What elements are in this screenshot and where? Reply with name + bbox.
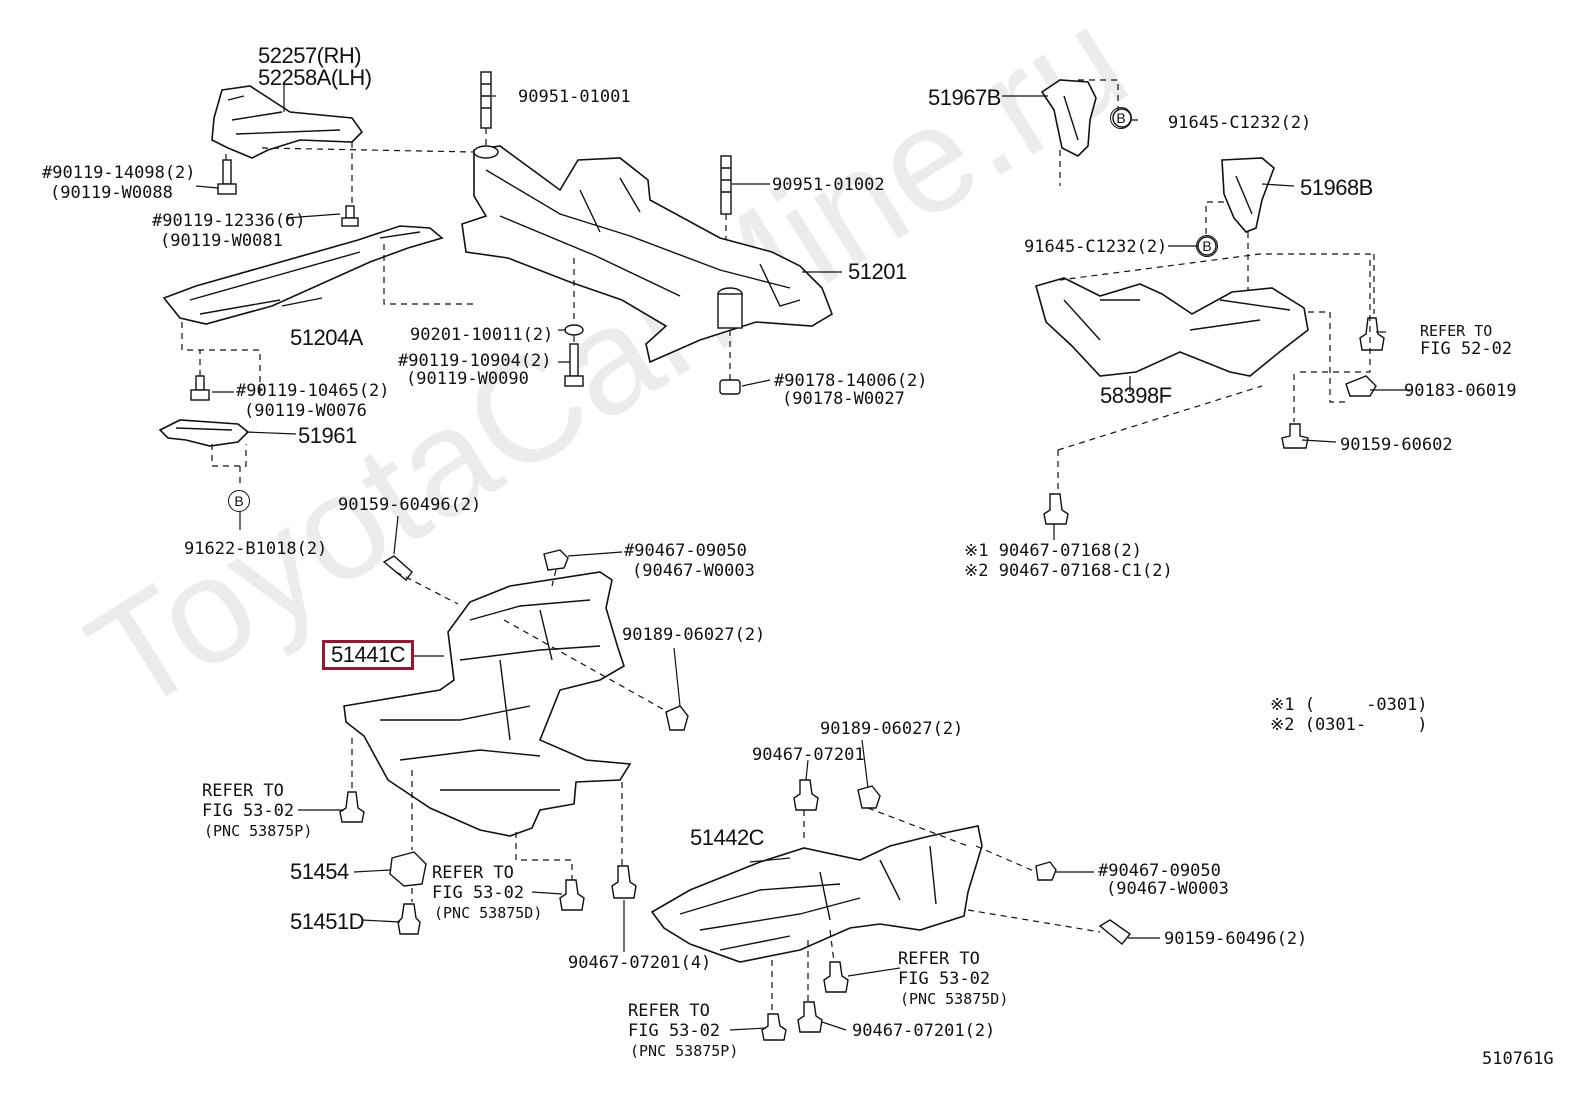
stud-90951-01001[interactable] xyxy=(480,71,492,129)
label-51968b: 51968B xyxy=(1300,175,1373,200)
label-90119-12336: #90119-12336(6) xyxy=(152,211,306,231)
label-90119-w0081: (90119-W0081 xyxy=(160,231,283,251)
label-90119-10904: #90119-10904(2) xyxy=(398,351,552,371)
label-52258a: 52258A(LH) xyxy=(258,65,372,90)
label-90467-07201-2: 90467-07201(2) xyxy=(852,1021,996,1041)
label-91645-mid: 91645-C1232(2) xyxy=(1024,237,1168,257)
clip-90189-06027-top[interactable] xyxy=(665,705,689,731)
part-51967b[interactable] xyxy=(1040,79,1097,157)
label-90201-10011: 90201-10011(2) xyxy=(410,325,554,345)
bolt-90119-12336[interactable] xyxy=(341,205,359,227)
label-refer-mid-a: REFER TO xyxy=(432,863,514,883)
label-51441c[interactable]: 51441C xyxy=(322,640,415,670)
label-90119-w0090: (90119-W0090 xyxy=(406,369,529,389)
label-refer-right-b: FIG 53-02 xyxy=(898,969,991,989)
label-90467-07168-1: ※1 90467-07168(2) xyxy=(964,541,1143,561)
part-51204a-brace[interactable] xyxy=(162,225,444,325)
nut-90183-06019[interactable] xyxy=(1345,375,1377,397)
part-51451d[interactable] xyxy=(397,903,421,935)
label-refer-left-a: REFER TO xyxy=(202,781,284,801)
label-refer-left-c: (PNC 53875P) xyxy=(204,822,313,840)
label-90467-09050-right: #90467-09050 xyxy=(1098,861,1221,881)
bolt-90119-14098[interactable] xyxy=(217,159,237,195)
label-90159-60496-top: 90159-60496(2) xyxy=(338,495,482,515)
label-note1: ※1 ( -0301) xyxy=(1270,695,1428,715)
label-refer-left-b: FIG 53-02 xyxy=(202,801,295,821)
label-refer-right-a: REFER TO xyxy=(898,949,980,969)
part-51442c-undercover[interactable] xyxy=(650,825,983,963)
label-51967b: 51967B xyxy=(928,85,1001,110)
stud-90951-01002[interactable] xyxy=(720,155,732,215)
clip-refer-53-02-left[interactable] xyxy=(339,791,365,823)
bolt-90119-10904[interactable] xyxy=(564,343,584,387)
label-51204a: 51204A xyxy=(290,325,363,350)
label-refer-bot-b: FIG 53-02 xyxy=(628,1021,721,1041)
label-90467-09050-top: #90467-09050 xyxy=(624,541,747,561)
label-90119-w0088: (90119-W0088 xyxy=(50,183,173,203)
clip-90467-07201-4[interactable] xyxy=(611,865,637,899)
label-refer-bot-c: (PNC 53875P) xyxy=(630,1042,739,1060)
label-90467-07201-4: 90467-07201(4) xyxy=(568,953,712,973)
label-refer-52-02-b: FIG 52-02 xyxy=(1420,339,1513,359)
label-90189-06027-top: 90189-06027(2) xyxy=(622,625,766,645)
label-refer-bot-a: REFER TO xyxy=(628,1001,710,1021)
part-51454[interactable] xyxy=(389,851,427,887)
label-refer-right-c: (PNC 53875D) xyxy=(900,990,1009,1008)
clip-90467-09050-top[interactable] xyxy=(543,549,569,571)
clip-b-label-left: B xyxy=(228,490,250,512)
part-51968b[interactable] xyxy=(1221,157,1275,233)
label-90159-60496-right: 90159-60496(2) xyxy=(1164,929,1308,949)
label-91645-top: 91645-C1232(2) xyxy=(1168,113,1312,133)
clip-refer-53-02-bottom[interactable] xyxy=(761,1013,787,1041)
clip-refer-52-02[interactable] xyxy=(1359,317,1385,351)
diagram-code: 510761G xyxy=(1482,1049,1554,1069)
clip-90467-09050-right[interactable] xyxy=(1035,861,1057,881)
label-90951-01001: 90951-01001 xyxy=(518,87,631,107)
clip-90159-60602[interactable] xyxy=(1281,423,1309,449)
label-51201: 51201 xyxy=(848,259,907,284)
clip-refer-53-02-mid[interactable] xyxy=(559,879,585,911)
label-refer-mid-b: FIG 53-02 xyxy=(432,883,525,903)
label-90467-w0003-top: (90467-W0003 xyxy=(632,561,755,581)
label-90178-14006: #90178-14006(2) xyxy=(774,371,928,391)
clip-90189-06027-mid[interactable] xyxy=(857,785,881,809)
clip-90467-07201-2[interactable] xyxy=(797,1001,823,1033)
clip-b-label-mid: B xyxy=(1196,235,1218,257)
label-51442c: 51442C xyxy=(690,825,765,850)
bolt-90159-60496-top[interactable] xyxy=(382,555,413,582)
label-90178-w0027: (90178-W0027 xyxy=(782,389,905,409)
part-58398f[interactable] xyxy=(1035,277,1309,377)
label-90467-07168-2: ※2 90467-07168-C1(2) xyxy=(964,561,1173,581)
label-51961: 51961 xyxy=(298,423,357,448)
label-90159-60602: 90159-60602 xyxy=(1340,435,1453,455)
label-90119-w0076: (90119-W0076 xyxy=(244,401,367,421)
label-90951-01002: 90951-01002 xyxy=(772,175,885,195)
part-51961[interactable] xyxy=(158,419,250,447)
part-51441c-undercover[interactable] xyxy=(343,571,632,837)
clip-90467-07168[interactable] xyxy=(1043,493,1069,525)
clip-b-label-top: B xyxy=(1110,107,1132,129)
label-note2: ※2 (0301- ) xyxy=(1270,715,1428,735)
label-90189-06027-mid: 90189-06027(2) xyxy=(820,719,964,739)
label-90119-10465: #90119-10465(2) xyxy=(236,381,390,401)
label-52257: 52257(RH) xyxy=(258,43,362,68)
bolt-90159-60496-right[interactable] xyxy=(1098,919,1132,945)
washer-90201[interactable] xyxy=(564,324,584,336)
label-90467-w0003-right: (90467-W0003 xyxy=(1106,879,1229,899)
part-52257-bracket[interactable] xyxy=(211,85,364,159)
label-58398f: 58398F xyxy=(1100,383,1172,408)
label-51451d: 51451D xyxy=(290,909,365,934)
label-51454: 51454 xyxy=(290,859,349,884)
clip-refer-53-02-right[interactable] xyxy=(823,961,849,993)
bolt-90119-10465[interactable] xyxy=(190,375,210,401)
label-90119-14098: #90119-14098(2) xyxy=(42,163,196,183)
nut-90178-14006[interactable] xyxy=(719,379,741,395)
label-refer-52-02-a: REFER TO xyxy=(1420,322,1493,340)
label-91622-b1018: 91622-B1018(2) xyxy=(184,539,328,559)
label-90183-06019: 90183-06019 xyxy=(1404,381,1517,401)
label-90467-07201: 90467-07201 xyxy=(752,745,865,765)
clip-90467-07201[interactable] xyxy=(793,779,819,811)
label-refer-mid-c: (PNC 53875D) xyxy=(434,904,543,922)
